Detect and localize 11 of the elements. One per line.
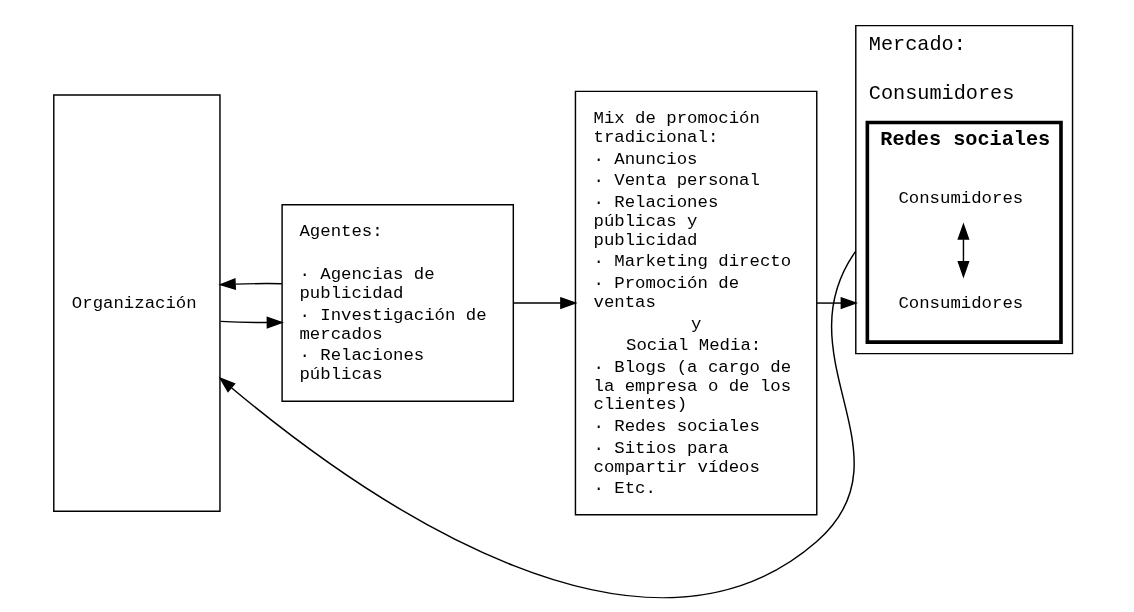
arrow (217, 278, 283, 291)
arrow (815, 297, 858, 310)
arrow (218, 250, 856, 599)
node-box: Agentes: · Agencias de publicidad · Investigación de mercados · Relaciones públicas (280, 204, 514, 403)
node-box: Organización (52, 94, 221, 512)
arrow (512, 297, 578, 310)
node-text: Consumidores (897, 294, 1023, 314)
arrow (956, 222, 970, 279)
arrow (219, 316, 284, 329)
node-text: Consumidores (897, 188, 1023, 208)
node-box: Mix de promoción tradicional: · Anuncios · Venta personal · Relaciones públicas y publicidad · Marketing directo · Promoción de ventas y Social Media: · Blogs (a cargo de la empresa o de los clientes) · Redes sociales · Sitios para compartir vídeos · Etc. (574, 90, 817, 516)
